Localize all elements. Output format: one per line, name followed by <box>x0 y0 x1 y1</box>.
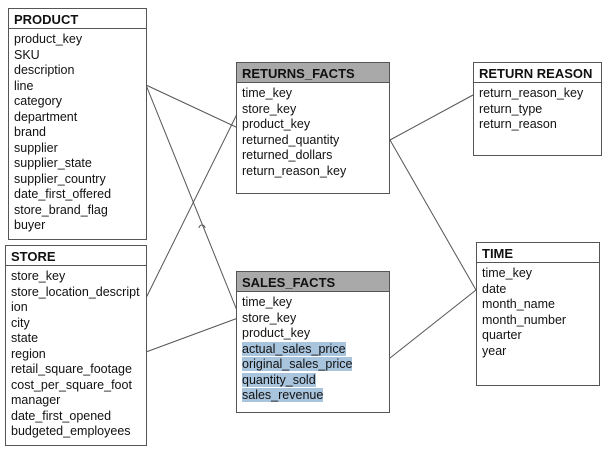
sales-facts-field-text: actual_sales_price <box>242 341 346 356</box>
time-field: quarter <box>482 328 522 342</box>
sales-facts-field-highlighted: original_sales_price <box>242 357 384 373</box>
returns-facts-field: product_key <box>242 117 311 131</box>
sales-facts-table[interactable]: SALES_FACTS time_key store_key product_k… <box>236 271 390 413</box>
store-field: region <box>11 346 46 361</box>
time-field: date <box>482 281 507 296</box>
sales-facts-field: product_key <box>242 326 384 342</box>
store-table-title: STORE <box>6 246 146 266</box>
store-field: date_first_opened <box>11 408 112 423</box>
return-reason-table-title: RETURN REASON <box>474 63 601 83</box>
sales-facts-field-highlighted: quantity_sold <box>242 372 384 389</box>
line-crossing-hop <box>198 224 206 229</box>
store-field: cost_per_square_foot <box>11 377 132 392</box>
store-field: budgeted_employees <box>11 424 131 438</box>
product-field-list: product_key SKU description line categor… <box>9 29 146 236</box>
return-reason-field: return_type <box>479 101 543 116</box>
store-field: ion <box>11 300 28 314</box>
sales-facts-field-text: original_sales_price <box>242 357 353 371</box>
store-field: state <box>11 331 39 345</box>
return-reason-table[interactable]: RETURN REASON return_reason_key return_t… <box>473 62 602 156</box>
returns-facts-field: store_key <box>242 101 297 116</box>
product-field: supplier_state <box>14 156 92 170</box>
product-field: product_key <box>14 32 83 46</box>
link-product-sales <box>145 84 239 314</box>
link-returns-reason <box>389 94 474 141</box>
link-sales-time <box>389 289 477 359</box>
sales-facts-field-text: time_key <box>242 295 293 309</box>
product-table[interactable]: PRODUCT product_key SKU description line… <box>8 8 147 240</box>
store-field: store_key <box>11 269 66 283</box>
product-field: category <box>14 94 62 108</box>
returns-facts-field: time_key <box>242 86 293 100</box>
link-returns-time <box>389 139 477 291</box>
product-field: description <box>14 63 75 77</box>
returns-facts-field-list: time_key store_key product_key returned_… <box>237 83 389 181</box>
time-table-title: TIME <box>477 243 599 263</box>
return-reason-field-list: return_reason_key return_type return_rea… <box>474 83 601 135</box>
product-field: date_first_offered <box>14 187 112 201</box>
store-field: city <box>11 315 30 330</box>
time-field: month_name <box>482 297 555 311</box>
store-field: manager <box>11 393 61 407</box>
sales-facts-field-text: sales_revenue <box>242 388 324 402</box>
store-field: store_location_descript <box>11 284 140 299</box>
store-field-list: store_key store_location_descript ion ci… <box>6 266 146 442</box>
product-field: store_brand_flag <box>14 202 108 217</box>
returns-facts-field: returned_dollars <box>242 148 333 162</box>
sales-facts-field-list: time_key store_key product_key actual_sa… <box>237 292 389 406</box>
store-field: retail_square_footage <box>11 362 132 376</box>
sales-facts-field-highlighted: sales_revenue <box>242 388 384 404</box>
sales-facts-field-highlighted: actual_sales_price <box>242 341 384 358</box>
time-field-list: time_key date month_name month_number qu… <box>477 263 599 361</box>
sales-facts-table-title: SALES_FACTS <box>237 272 389 292</box>
product-table-title: PRODUCT <box>9 9 146 29</box>
product-field: department <box>14 109 78 124</box>
product-field: supplier <box>14 140 58 155</box>
returns-facts-table-title: RETURNS_FACTS <box>237 63 389 83</box>
sales-facts-field-text: product_key <box>242 326 311 340</box>
time-table[interactable]: TIME time_key date month_name month_numb… <box>476 242 600 386</box>
link-store-returns <box>145 111 239 299</box>
time-field: year <box>482 343 507 358</box>
sales-facts-field-text: store_key <box>242 310 297 325</box>
link-product-returns <box>145 84 239 129</box>
time-field: month_number <box>482 312 567 327</box>
time-field: time_key <box>482 266 533 280</box>
returns-facts-field: return_reason_key <box>242 163 347 178</box>
product-field: brand <box>14 125 46 139</box>
sales-facts-field: time_key <box>242 295 384 311</box>
returns-facts-field: returned_quantity <box>242 132 340 147</box>
sales-facts-field: store_key <box>242 311 384 327</box>
returns-facts-table[interactable]: RETURNS_FACTS time_key store_key product… <box>236 62 390 194</box>
link-store-sales <box>145 317 239 353</box>
product-field: line <box>14 78 34 93</box>
product-field: SKU <box>14 47 40 62</box>
return-reason-field: return_reason <box>479 117 557 131</box>
store-table[interactable]: STORE store_key store_location_descript … <box>5 245 147 446</box>
product-field: supplier_country <box>14 171 106 186</box>
product-field: buyer <box>14 218 46 232</box>
return-reason-field: return_reason_key <box>479 86 584 100</box>
sales-facts-field-text: quantity_sold <box>242 372 316 387</box>
